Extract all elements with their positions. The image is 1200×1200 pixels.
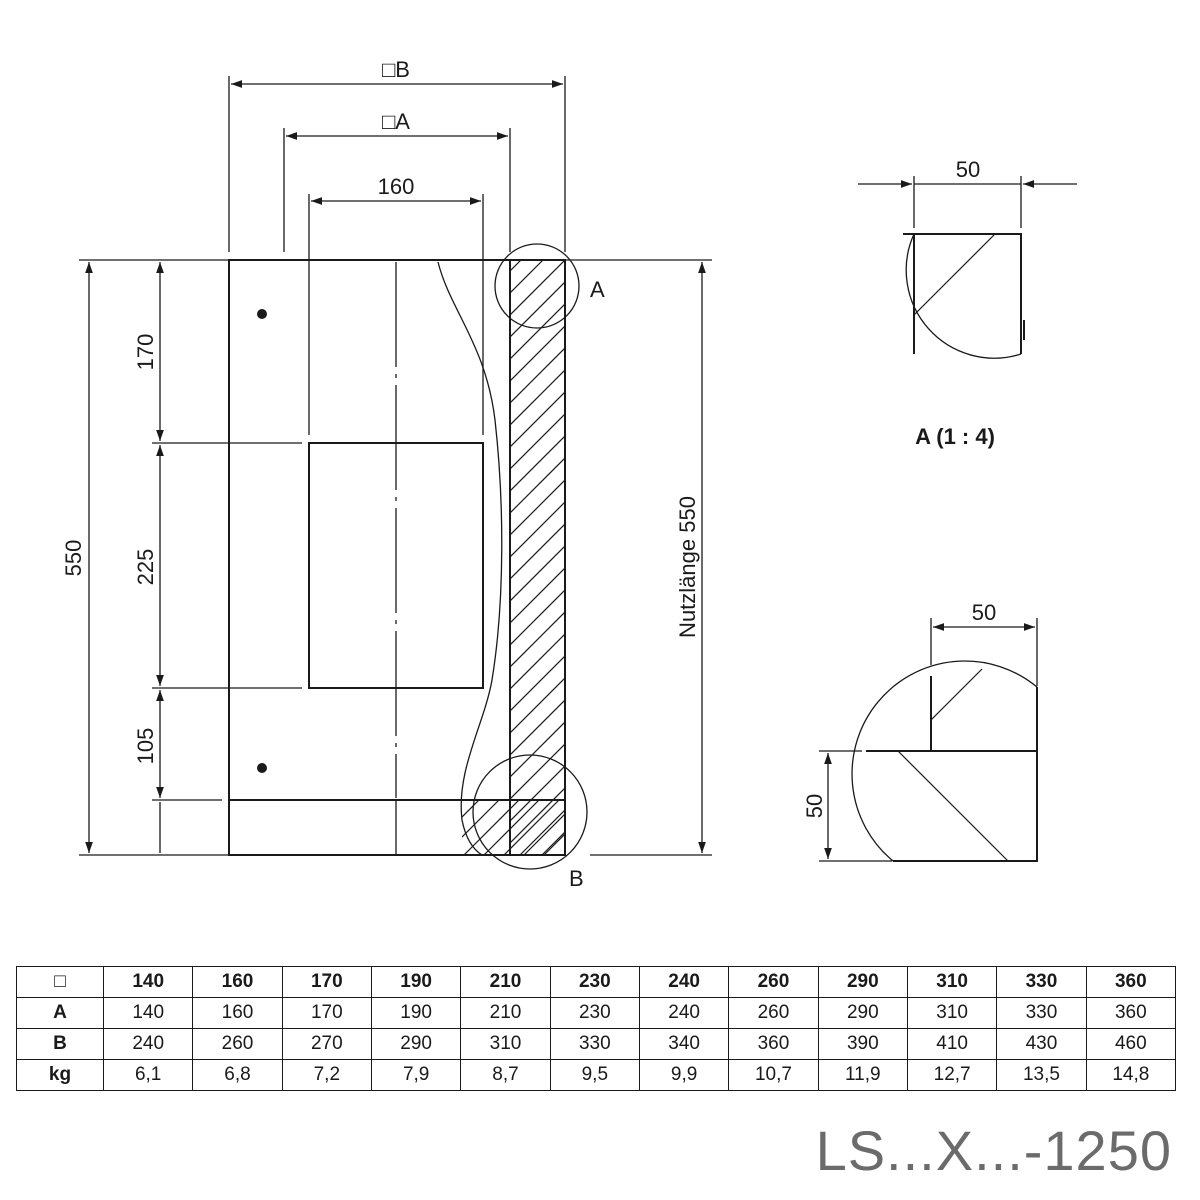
table-cell: 240 (638, 997, 730, 1029)
dim-label-outer-square: □B (382, 57, 410, 82)
body-outline (228, 259, 565, 856)
table-header-cell: 260 (728, 966, 819, 998)
table-header-cell: 240 (638, 966, 730, 998)
table-header-cell: 290 (817, 966, 908, 998)
table-cell: 330 (549, 1028, 640, 1060)
table-cell: 340 (638, 1028, 730, 1060)
detail-a-boundary (905, 233, 1022, 359)
main-elevation: A B □B □A 160 550 170 225 105 (61, 57, 712, 891)
table-header-cell: 330 (996, 966, 1087, 998)
table-cell: 9,5 (549, 1059, 640, 1091)
table-cell: 330 (996, 997, 1087, 1029)
table-cell: 140 (102, 997, 194, 1029)
table-cell: 8,7 (460, 1059, 551, 1091)
dim-label-useful-length: Nutzlänge 550 (675, 496, 700, 638)
table-header-cell: 140 (102, 966, 194, 998)
dim-label-detail-b-height: 50 (802, 794, 827, 818)
table-cell: 310 (460, 1028, 551, 1060)
dim-label-opening-width: 160 (378, 174, 415, 199)
fixing-hole-bottom (257, 763, 267, 773)
table-header-cell: 160 (192, 966, 283, 998)
table-cell: 230 (549, 997, 640, 1029)
dim-label-detail-b-width: 50 (972, 600, 996, 625)
table-cell: 290 (370, 1028, 462, 1060)
table-cell: 6,8 (192, 1059, 283, 1091)
table-cell: 290 (817, 997, 908, 1029)
detail-b-boundary (851, 660, 1038, 862)
table-cell: 190 (370, 997, 462, 1029)
table-cell: 10,7 (728, 1059, 819, 1091)
table-header-cell: 210 (460, 966, 551, 998)
table-row-label: kg (16, 1059, 104, 1091)
table-cell: 160 (192, 997, 283, 1029)
table-header-cell: 230 (549, 966, 640, 998)
table-cell: 9,9 (638, 1059, 730, 1091)
table-cell: 240 (102, 1028, 194, 1060)
dim-label-inner-square: □A (382, 109, 410, 134)
detail-circle-b (472, 754, 588, 870)
table-cell: 410 (906, 1028, 998, 1060)
table-cell: 6,1 (102, 1059, 194, 1091)
table-cell: 260 (192, 1028, 283, 1060)
table-cell: 210 (460, 997, 551, 1029)
table-cell: 360 (728, 1028, 819, 1060)
dim-label-detail-a-width: 50 (956, 157, 980, 182)
dim-label-bottom-segment: 105 (133, 728, 158, 765)
table-row-label: A (16, 997, 104, 1029)
break-line (437, 261, 503, 856)
table-cell: 310 (906, 997, 998, 1029)
window-opening (308, 442, 484, 689)
detail-b-marker: B (569, 866, 584, 891)
dim-label-total-height: 550 (61, 540, 86, 577)
model-code: LS...X...-1250 (815, 1119, 1172, 1182)
dim-label-mid-segment: 225 (133, 549, 158, 586)
table-header-cell: 310 (906, 966, 998, 998)
table-header-cell: 190 (370, 966, 462, 998)
table-row-label: B (16, 1028, 104, 1060)
table-cell: 460 (1085, 1028, 1177, 1060)
table-header-cell: 170 (281, 966, 372, 998)
table-cell: 170 (281, 997, 372, 1029)
table-cell: 270 (281, 1028, 372, 1060)
table-cell: 12,7 (906, 1059, 998, 1091)
table-cell: 390 (817, 1028, 908, 1060)
detail-circle-a (494, 243, 580, 329)
table-cell: 14,8 (1085, 1059, 1177, 1091)
detail-a-marker: A (590, 277, 605, 302)
table-cell: 11,9 (817, 1059, 908, 1091)
fixing-hole-top (257, 309, 267, 319)
table-cell: 260 (728, 997, 819, 1029)
wall-section-hatch (510, 260, 565, 855)
detail-b-view: 50 50 (802, 600, 1038, 862)
table-cell: 7,9 (370, 1059, 462, 1091)
detail-a-view: 50 A (1 : 4) (858, 157, 1077, 449)
table-cell: 7,2 (281, 1059, 372, 1091)
dim-label-top-segment: 170 (133, 334, 158, 371)
table-header-cell: 360 (1085, 966, 1177, 998)
technical-drawing: A B □B □A 160 550 170 225 105 (61, 57, 1077, 891)
table-corner-symbol: □ (16, 966, 104, 998)
table-cell: 360 (1085, 997, 1177, 1029)
table-cell: 430 (996, 1028, 1087, 1060)
wall-section (509, 259, 566, 856)
table-cell: 13,5 (996, 1059, 1087, 1091)
detail-a-caption: A (1 : 4) (915, 424, 995, 449)
